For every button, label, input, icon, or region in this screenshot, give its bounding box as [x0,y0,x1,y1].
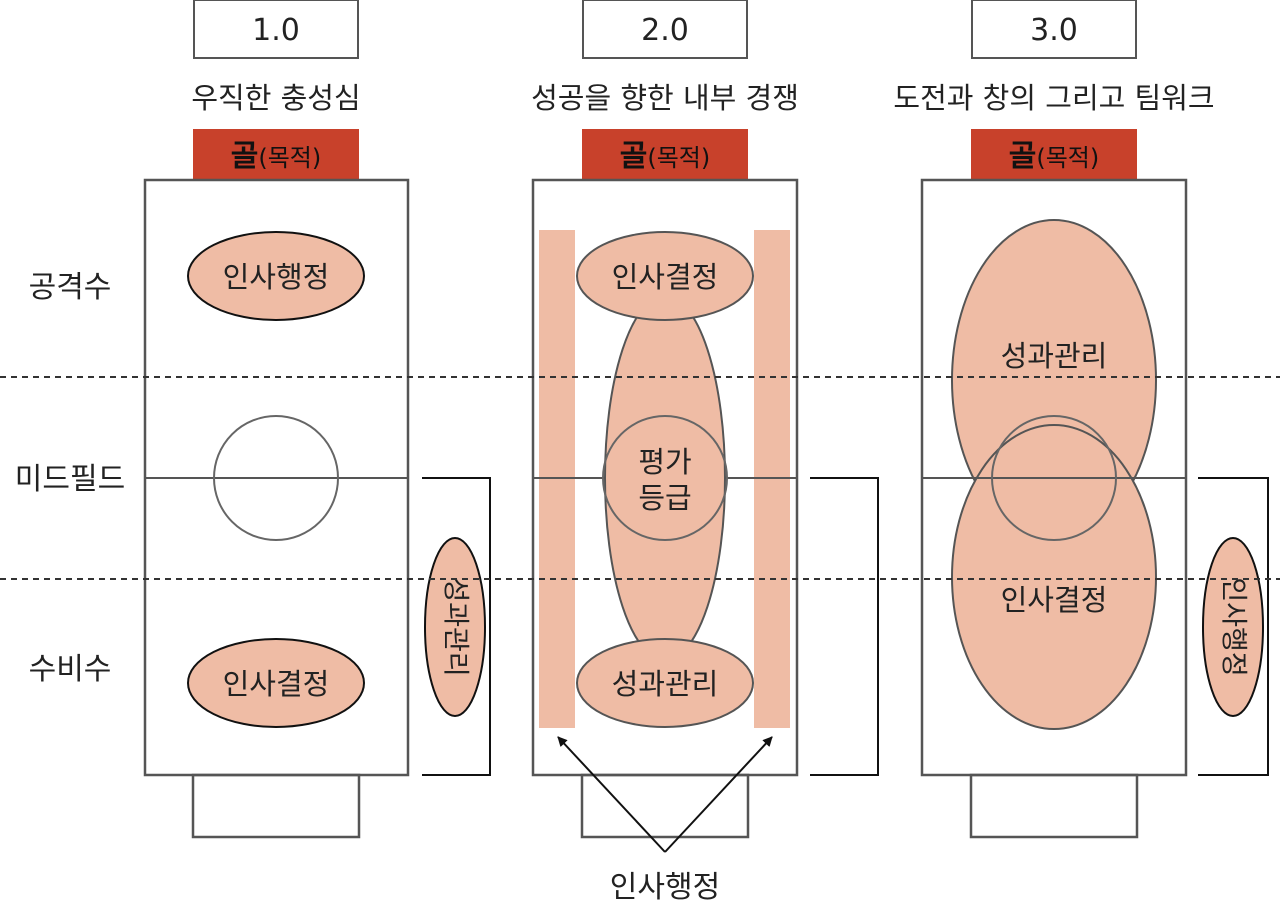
model-1-side-label: 성과관리 [440,577,471,676]
zone-label-midfield: 미드필드 [15,462,125,497]
model-2-own-goal-box [580,773,750,839]
model-3-side-bracket [1198,477,1269,776]
model-1-goal-box [193,129,359,179]
model-3-side-label: 인사행정 [1218,577,1249,676]
model-3-goal-label: 골(목적) [1009,139,1100,174]
model-2-bottom-label: 성과관리 [612,667,719,701]
model-1-attack-ellipse [187,231,365,321]
model-1-own-goal-box [191,773,361,839]
model-3-own-goal-box [969,773,1139,839]
model-1-subtitle: 우직한 충성심 [191,81,360,115]
zone-label-attack: 공격수 [29,270,112,305]
model-1-defense-ellipse [187,638,365,728]
model-3-center-circle [991,415,1117,541]
model-1-defense-label: 인사결정 [223,667,330,701]
model-3-side-ellipse [1202,537,1264,717]
model-3-version: 3.0 [1030,13,1078,48]
model-1-center-circle [213,415,339,541]
model-1-group: 1.0 우직한 충성심 골(목적) 인사행정 인사결정 성과관리 [143,0,491,839]
model-2-arrow-right [664,736,773,853]
model-2-group: 2.0 성공을 향한 내부 경쟁 골(목적) 인사결정 성과관리 평가 등급 인… [531,0,879,905]
model-1-side-bracket [422,477,491,776]
model-2-subtitle: 성공을 향한 내부 경쟁 [531,81,799,115]
model-1-version-box [193,0,359,59]
model-3-upper-label: 성과관리 [1001,339,1108,373]
model-3-lower-ellipse [951,424,1157,730]
model-2-goal-label: 골(목적) [620,139,711,174]
model-3-lower-label: 인사결정 [1001,583,1108,617]
model-2-version: 2.0 [641,13,689,48]
model-3-group: 3.0 도전과 창의 그리고 팀워크 골(목적) 성과관리 인사결정 인사행정 [893,0,1269,839]
model-2-version-box [582,0,748,59]
model-2-bottom-caption: 인사행정 [610,870,720,905]
model-2-top-ellipse [576,231,754,321]
model-2-center-circle [602,415,728,541]
model-2-top-label: 인사결정 [612,260,719,294]
zone-label-defense: 수비수 [29,652,112,687]
model-2-bottom-ellipse [576,638,754,728]
model-2-center-label-line2: 등급 [638,481,691,515]
model-1-version: 1.0 [252,13,300,48]
model-3-goal-box [971,129,1137,179]
model-2-arrow-left [557,736,666,853]
model-2-side-bracket [810,477,879,776]
model-1-attack-label: 인사행정 [223,260,330,294]
model-3-version-box [971,0,1137,59]
model-1-side-ellipse [424,537,486,717]
model-1-goal-label: 골(목적) [231,139,322,174]
model-3-subtitle: 도전과 창의 그리고 팀워크 [893,81,1214,115]
model-2-center-label-line1: 평가 [638,445,691,479]
model-2-goal-box [582,129,748,179]
